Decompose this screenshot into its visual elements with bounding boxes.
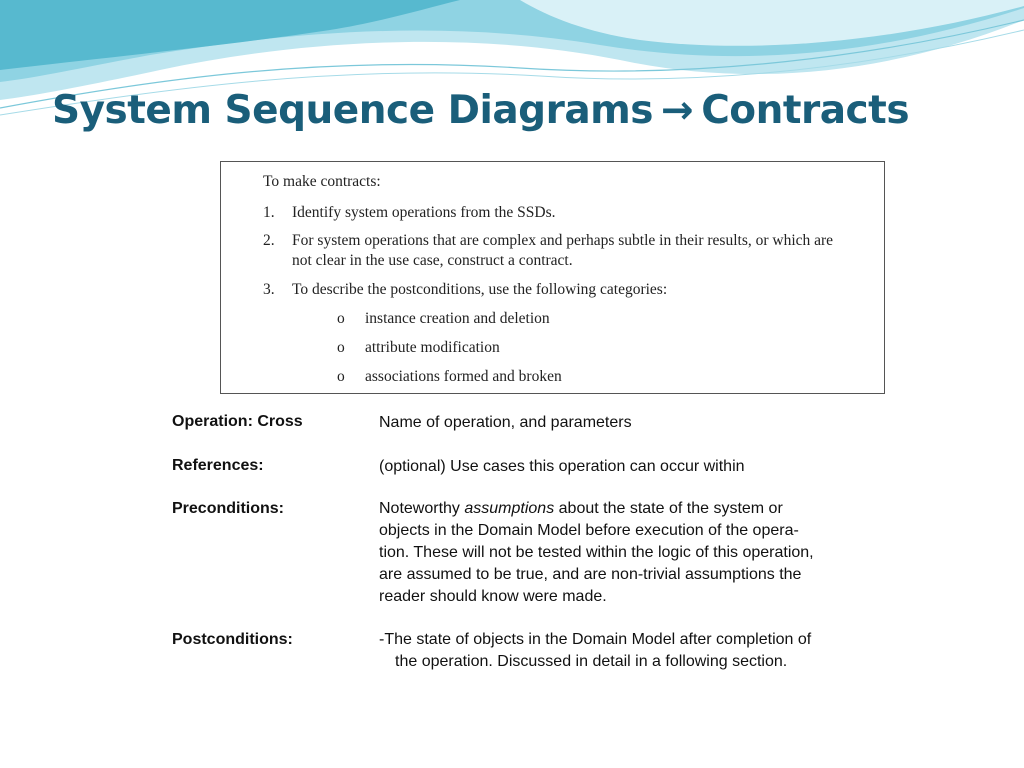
preconditions-line: reader should know were made. [379,588,607,605]
preconditions-line: Noteworthy assumptions about the state o… [379,498,879,520]
slide-title: System Sequence Diagrams→Contracts [52,88,910,133]
step-text: For system operations that are complex a… [292,232,834,269]
category-text: instance creation and deletion [365,310,550,327]
references-value: (optional) Use cases this operation can … [379,458,745,475]
postconditions-label: Postconditions: [172,631,293,648]
instruction-step: 3. To describe the postconditions, use t… [263,280,843,300]
category-text: associations formed and broken [365,368,562,385]
title-right: Contracts [701,88,910,133]
preconditions-line: objects in the Domain Model before execu… [379,522,799,539]
postconditions-line: -The state of objects in the Domain Mode… [379,631,812,648]
title-left: System Sequence Diagrams [52,88,654,133]
preconditions-label: Preconditions: [172,500,285,517]
instruction-step: 1. Identify system operations from the S… [263,203,843,223]
instruction-step: 2. For system operations that are comple… [263,231,843,271]
header-wave-decoration [0,0,1024,116]
operation-label: Operation: Cross [172,413,303,430]
bullet-icon: o [337,310,345,327]
step-number: 1. [263,204,275,221]
bullet-icon: o [337,368,345,385]
preconditions-line: are assumed to be true, and are non-triv… [379,566,802,583]
preconditions-text: about the state of the system or [558,500,783,517]
step-text: Identify system operations from the SSDs… [292,204,556,221]
step-text: To describe the postconditions, use the … [292,281,668,298]
bullet-icon: o [337,339,345,356]
preconditions-line: tion. These will not be tested within th… [379,544,814,561]
category-text: attribute modification [365,339,500,356]
references-label: References: [172,457,264,474]
contract-instructions-box: To make contracts: 1. Identify system op… [220,161,885,394]
operation-value: Name of operation, and parameters [379,414,632,431]
preconditions-value: Noteworthy assumptions about the state o… [379,498,879,608]
preconditions-text: Noteworthy [379,500,460,517]
step-number: 2. [263,232,275,249]
step-number: 3. [263,281,275,298]
postconditions-line: the operation. Discussed in detail in a … [395,653,788,670]
preconditions-emphasis: assumptions [464,500,555,517]
instructions-intro: To make contracts: [263,173,381,190]
right-arrow-icon: → [661,88,694,133]
postconditions-value: -The state of objects in the Domain Mode… [379,629,879,673]
